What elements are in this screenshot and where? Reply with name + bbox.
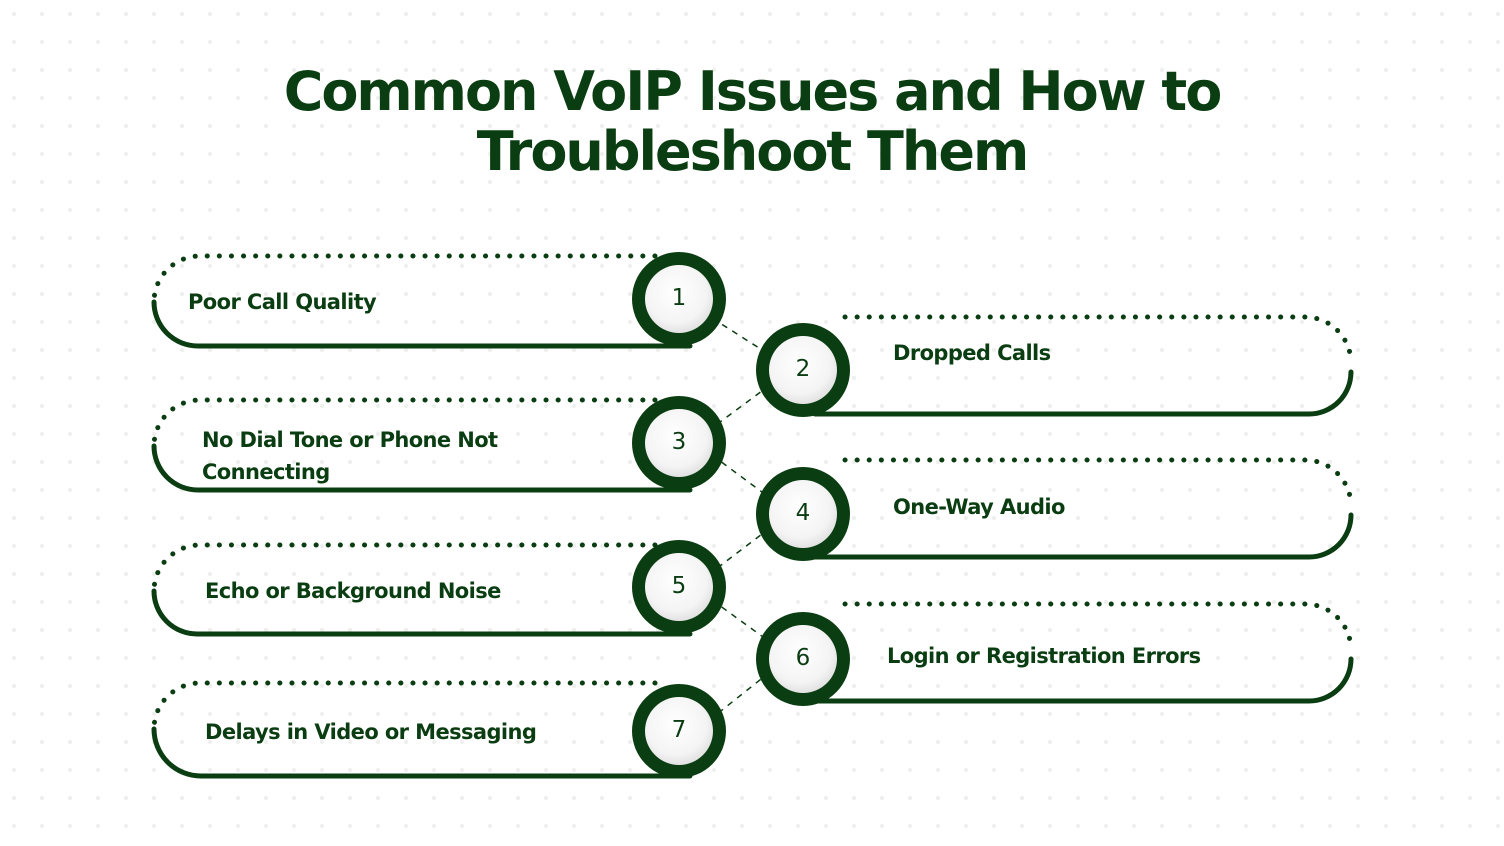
issue-number-4: 4 [795,500,811,526]
issue-number-5: 5 [671,573,687,599]
title-line-2: Troubleshoot Them [476,120,1029,183]
issue-pill-2 [756,314,1354,417]
issue-pill-4 [756,457,1354,561]
issue-number-1: 1 [671,285,687,311]
issue-pill-5 [151,540,726,637]
title-line-1: Common VoIP Issues and How to [283,60,1223,123]
issue-pill-6 [756,601,1354,706]
issue-label-3: No Dial Tone or Phone Not Connecting [202,428,498,484]
issue-number-2: 2 [795,356,811,382]
issue-label-2: Dropped Calls [893,341,1051,365]
issue-label-6: Login or Registration Errors [887,644,1201,668]
issue-pill-1 [151,252,726,349]
issue-number-3: 3 [671,429,687,455]
page-title: Common VoIP Issues and How to Troublesho… [0,62,1504,182]
issue-number-7: 7 [671,717,687,743]
issue-label-7: Delays in Video or Messaging [205,720,537,744]
issue-label-5: Echo or Background Noise [205,579,501,603]
issue-label-4: One-Way Audio [893,495,1065,519]
issue-pill-3 [151,396,726,493]
issue-number-6: 6 [795,645,811,671]
issue-label-1: Poor Call Quality [188,290,377,314]
issue-pill-7 [151,680,726,779]
